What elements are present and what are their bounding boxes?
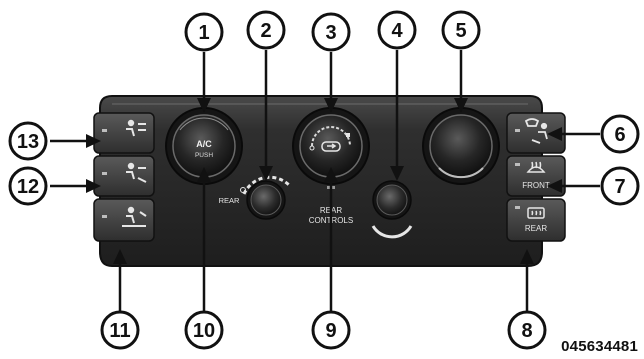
callout-13: 13 bbox=[8, 121, 48, 161]
callout-circle bbox=[441, 10, 481, 50]
callout-2: 2 bbox=[246, 10, 286, 50]
callout-5: 5 bbox=[441, 10, 481, 50]
mode-button-upper[interactable] bbox=[93, 112, 155, 154]
callout-circle bbox=[507, 310, 547, 350]
callout-number: 7 bbox=[614, 176, 625, 198]
callout-leaders bbox=[50, 50, 600, 312]
callout-1: 1 bbox=[184, 12, 224, 52]
callout-circle bbox=[8, 166, 48, 206]
callout-circle bbox=[8, 121, 48, 161]
panel-vent-mode-icon bbox=[126, 119, 146, 137]
rear-defrost-button[interactable]: REAR bbox=[506, 198, 566, 242]
callout-number: 8 bbox=[521, 320, 532, 342]
bi-level-mode-icon bbox=[126, 162, 147, 183]
callout-circle bbox=[377, 10, 417, 50]
callout-number: 6 bbox=[614, 124, 625, 146]
rear-defrost-label: REAR bbox=[525, 224, 547, 233]
defrost-floor-mix-icon bbox=[524, 118, 548, 144]
rear-temp-knob[interactable]: REAR bbox=[219, 175, 292, 220]
callout-circle bbox=[311, 310, 351, 350]
callout-8: 8 bbox=[507, 310, 547, 350]
mode-button-lower[interactable] bbox=[93, 198, 155, 242]
callout-7: 7 bbox=[600, 166, 640, 206]
callout-number: 12 bbox=[17, 176, 39, 198]
front-defrost-icon bbox=[526, 161, 546, 173]
mix-mode-button[interactable] bbox=[506, 112, 566, 154]
callout-circle bbox=[600, 114, 640, 154]
callout-number: 3 bbox=[325, 22, 336, 44]
callout-9: 9 bbox=[311, 310, 351, 350]
callout-circle bbox=[311, 12, 351, 52]
recirculation-icon bbox=[321, 141, 341, 152]
rear-defrost-icon bbox=[527, 207, 545, 219]
callout-11: 11 bbox=[100, 310, 140, 350]
blower-knob[interactable] bbox=[422, 107, 500, 185]
ac-push-label-line1: A/C bbox=[196, 139, 212, 149]
callout-number: 1 bbox=[198, 22, 209, 44]
rear-blower-knob[interactable] bbox=[371, 180, 413, 239]
callout-number: 9 bbox=[325, 320, 336, 342]
callout-circle bbox=[246, 10, 286, 50]
callout-10: 10 bbox=[184, 310, 224, 350]
figure-id: 045634481 bbox=[561, 338, 638, 355]
callout-4: 4 bbox=[377, 10, 417, 50]
ac-push-label-line2: PUSH bbox=[195, 152, 213, 159]
rear-knob-label: REAR bbox=[219, 196, 240, 205]
callout-6: 6 bbox=[600, 114, 640, 154]
callout-number: 4 bbox=[391, 20, 403, 42]
callout-number: 11 bbox=[109, 320, 130, 342]
mode-button-middle[interactable] bbox=[93, 155, 155, 197]
callout-circle bbox=[184, 12, 224, 52]
left-mode-buttons bbox=[93, 112, 155, 242]
callout-circle bbox=[184, 310, 224, 350]
callout-circle bbox=[100, 310, 140, 350]
callout-12: 12 bbox=[8, 166, 48, 206]
callout-number: 2 bbox=[260, 20, 271, 42]
callout-number: 5 bbox=[455, 20, 466, 42]
floor-mode-icon bbox=[122, 206, 147, 227]
front-defrost-label: FRONT bbox=[522, 181, 550, 190]
callout-number: 10 bbox=[193, 320, 215, 342]
callout-3: 3 bbox=[311, 12, 351, 52]
callout-number: 13 bbox=[17, 131, 39, 153]
callout-circle bbox=[600, 166, 640, 206]
